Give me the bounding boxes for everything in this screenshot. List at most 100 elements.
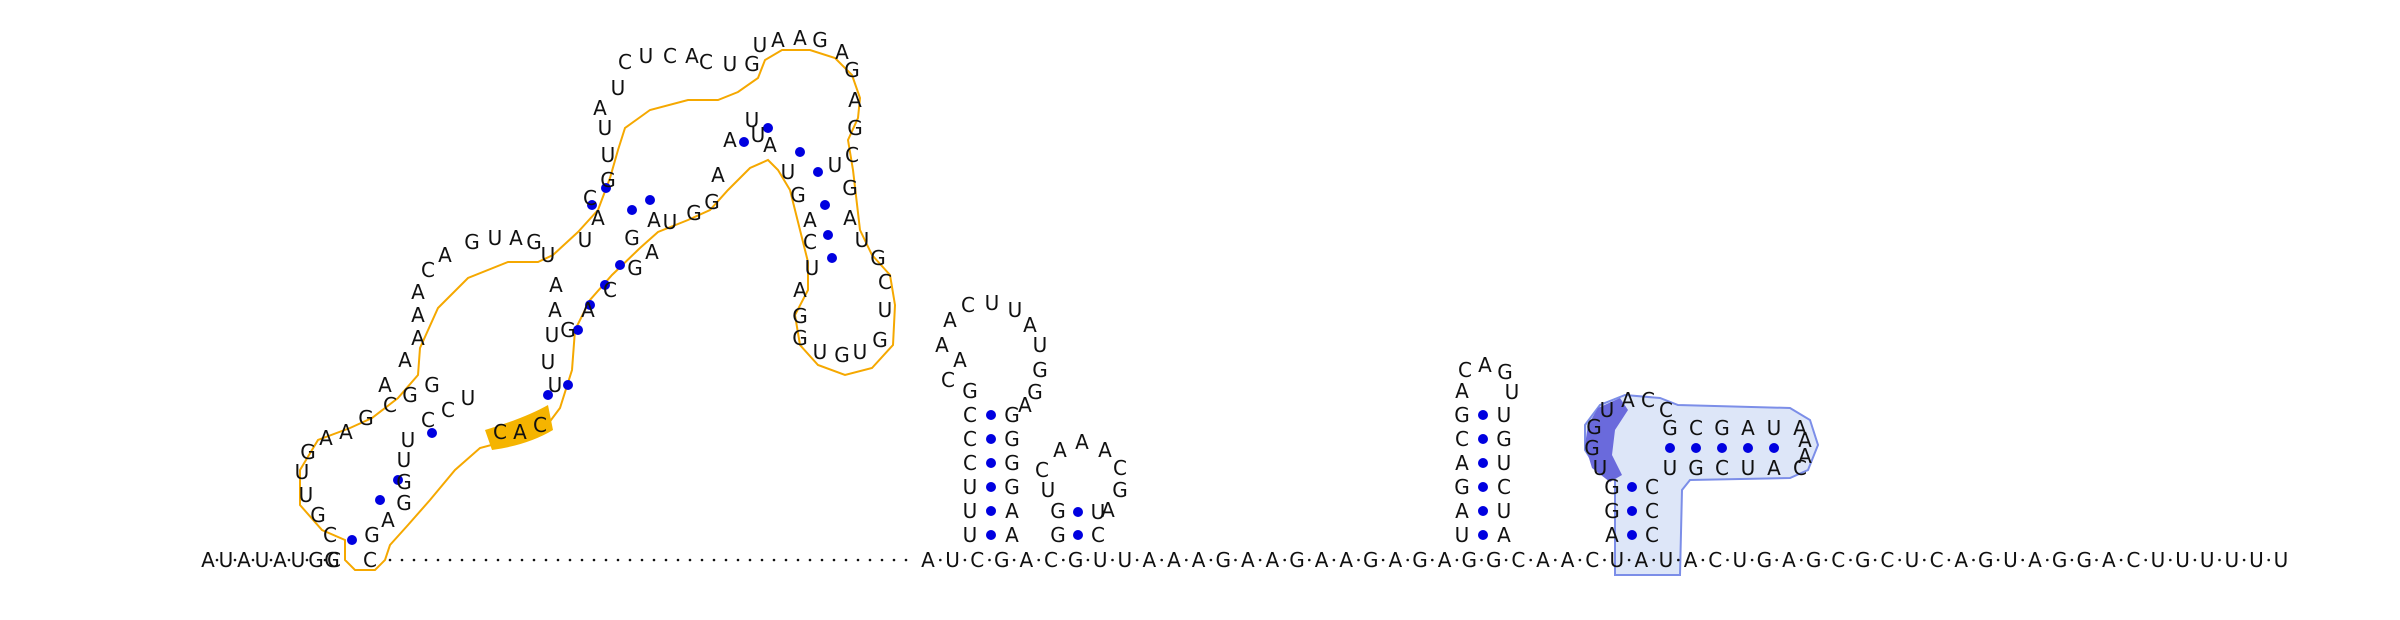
nucleotide: G	[1289, 548, 1305, 572]
nucleotide: A	[935, 333, 949, 357]
base-pair-dot	[1478, 434, 1488, 444]
base-pair-dot	[820, 200, 830, 210]
nucleotide: U	[963, 499, 978, 523]
nucleotide: A	[1020, 548, 1034, 572]
nucleotide: U	[2200, 548, 2215, 572]
nucleotide: A	[1266, 548, 1280, 572]
nucleotide: U	[2224, 548, 2239, 572]
backbone-link	[1603, 558, 1606, 562]
base-pair-dot	[587, 200, 597, 210]
backbone-link	[1381, 558, 1385, 562]
nucleotide: U	[598, 116, 613, 140]
nucleotide: G	[1050, 499, 1066, 523]
nucleotide: G	[464, 230, 480, 254]
nucleotide: C	[970, 548, 984, 572]
backbone-link	[520, 558, 524, 562]
backbone-link	[424, 558, 428, 562]
nucleotide: U	[1091, 500, 1106, 524]
nucleotide: G	[1004, 475, 1020, 499]
backbone-link	[904, 558, 908, 562]
backbone-link	[496, 558, 500, 562]
nucleotide: G	[1363, 548, 1379, 572]
backbone-link	[724, 558, 728, 562]
backbone-link	[939, 558, 942, 562]
nucleotide: C	[583, 186, 597, 210]
nucleotide: A	[1101, 498, 1115, 522]
nucleotide: G	[1454, 475, 1470, 499]
nucleotide: U	[828, 153, 843, 177]
nucleotide: U	[663, 210, 678, 234]
nucleotide: A	[591, 206, 605, 230]
nucleotide: U	[401, 428, 416, 452]
nucleotide: C	[1689, 416, 1703, 440]
nucleotide: G	[358, 406, 374, 430]
orange-domain-highlight	[299, 49, 897, 571]
backbone-link	[1947, 558, 1951, 562]
nucleotide: G	[1757, 548, 1773, 572]
backbone-link	[604, 558, 608, 562]
backbone-link	[1111, 558, 1114, 562]
nucleotide: G	[1714, 416, 1730, 440]
nucleotide: C	[327, 548, 341, 572]
nucleotide: A	[1143, 548, 1157, 572]
nucleotide: A	[1741, 416, 1755, 440]
linker-dots	[215, 558, 2270, 562]
base-pair-dot	[375, 495, 385, 505]
backbone-link	[305, 558, 309, 562]
nucleotide: A	[273, 548, 287, 572]
nucleotide: U	[255, 548, 270, 572]
backbone-link	[856, 558, 860, 562]
nucleotide: A	[1635, 548, 1649, 572]
nucleotide: G	[1215, 548, 1231, 572]
backbone-link	[1258, 558, 1262, 562]
base-pair-dot	[1073, 530, 1083, 540]
backbone-link	[700, 558, 704, 562]
nucleotide: A	[1023, 313, 1037, 337]
backbone-link	[736, 558, 740, 562]
backbone-link	[712, 558, 716, 562]
nucleotide: G	[842, 176, 858, 200]
base-pair-dot	[615, 260, 625, 270]
base-pair-dot	[823, 230, 833, 240]
nucleotide: C	[1793, 456, 1807, 480]
nucleotide: C	[2126, 548, 2140, 572]
nucleotide: C	[363, 548, 377, 572]
base-pair-dot	[1691, 443, 1701, 453]
nucleotide: A	[1241, 548, 1255, 572]
nucleotide: A	[1018, 393, 1032, 417]
nucleotide: C	[1511, 548, 1525, 572]
nucleotide: G	[834, 343, 850, 367]
nucleotide: A	[793, 26, 807, 50]
nucleotide: A	[943, 308, 957, 332]
nucleotide: G	[1068, 548, 1084, 572]
base-pair-dot	[1743, 443, 1753, 453]
backbone-link	[1308, 558, 1311, 562]
base-pair-dot	[1627, 506, 1637, 516]
backbone-link	[1504, 558, 1508, 562]
nucleotide: A	[645, 240, 659, 264]
backbone-link	[1480, 558, 1483, 562]
base-pair-dot	[1478, 410, 1488, 420]
nucleotide: A	[2028, 548, 2042, 572]
base-pair-dot	[739, 137, 749, 147]
nucleotide: U	[2249, 548, 2264, 572]
base-pair-dot	[600, 280, 610, 290]
backbone-link	[2021, 558, 2024, 562]
nucleotide: A	[593, 96, 607, 120]
nucleotide: A	[1075, 430, 1089, 454]
nucleotide: U	[813, 340, 828, 364]
nucleotide: G	[526, 230, 542, 254]
backbone-link	[1923, 558, 1926, 562]
nucleotide: U	[1041, 478, 1056, 502]
nucleotide: C	[441, 398, 455, 422]
nucleotide: G	[792, 304, 808, 328]
nucleotide: U	[1497, 403, 1512, 427]
nucleotide: A	[685, 44, 699, 68]
nucleotide: G	[1050, 523, 1066, 547]
backbone-link	[1750, 558, 1754, 562]
nucleotide: A	[201, 548, 215, 572]
nucleotide: C	[1044, 548, 1058, 572]
nucleotide: C	[1585, 548, 1599, 572]
backbone-link	[1701, 558, 1705, 562]
nucleotide: C	[1831, 548, 1845, 572]
